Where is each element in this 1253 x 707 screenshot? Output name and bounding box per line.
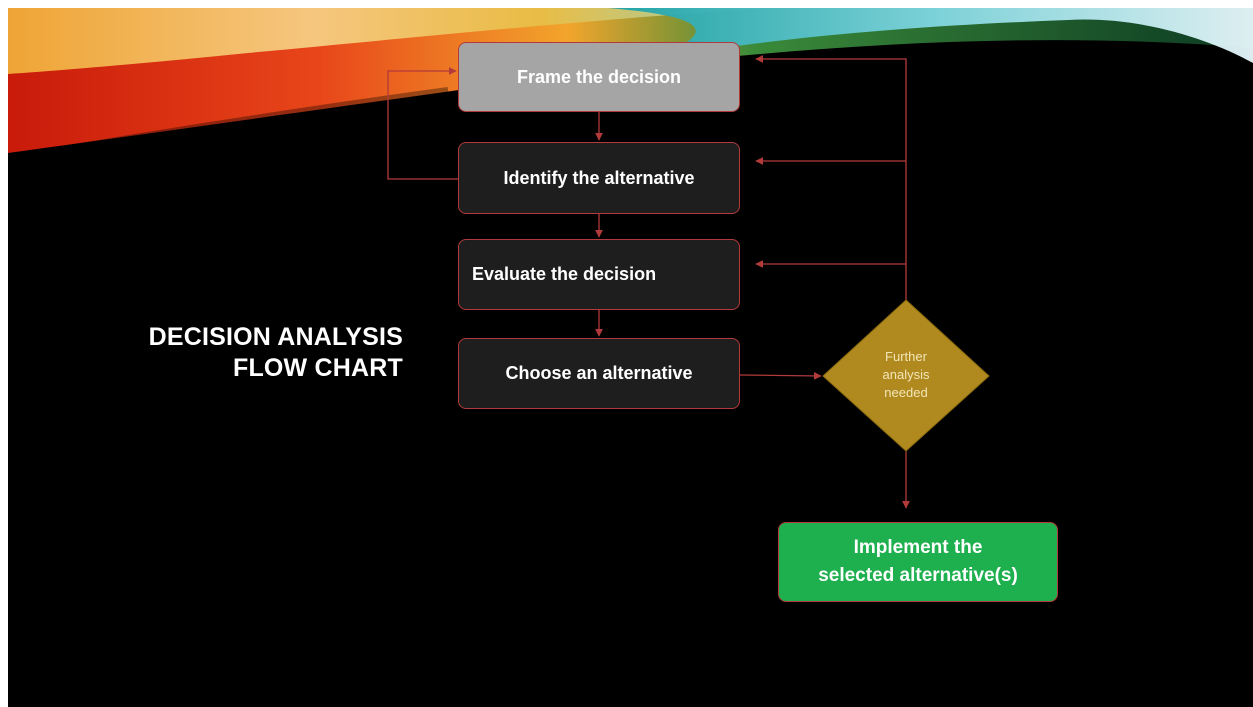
- step-evaluate-the-decision: Evaluate the decision: [458, 239, 740, 310]
- flow-connectors: [387, 55, 990, 509]
- step-label: Choose an alternative: [505, 363, 693, 383]
- step-identify-the-alternative: Identify the alternative: [458, 142, 740, 214]
- decision-diamond: [822, 299, 990, 452]
- implement-line-1: Implement the: [853, 537, 983, 558]
- decision-line-1: Further: [885, 349, 927, 364]
- decision-line-2: analysis: [882, 367, 930, 382]
- slide-title: DECISION ANALYSIS FLOW CHART: [68, 322, 403, 384]
- slide: DECISION ANALYSIS FLOW CHART Frame the d…: [8, 8, 1253, 707]
- arrow-choose-to-decision: [739, 372, 822, 380]
- ribbon-teal: [608, 8, 1253, 63]
- step-choose-an-alternative: Choose an alternative: [458, 338, 740, 409]
- step-label: Frame the decision: [516, 66, 682, 87]
- arrow-decision-to-frame: [755, 55, 907, 300]
- step-label: Identify the alternative: [503, 167, 695, 188]
- decorative-ribbon-banner: [8, 8, 1253, 161]
- step-label: Evaluate the decision: [472, 264, 657, 284]
- title-line-1: DECISION ANALYSIS: [148, 323, 403, 351]
- step-implement-selected-alternatives: Implement the selected alternative(s): [778, 522, 1058, 602]
- title-line-2: FLOW CHART: [232, 354, 403, 382]
- step-frame-the-decision: Frame the decision: [458, 42, 740, 112]
- implement-line-2: selected alternative(s): [818, 565, 1018, 586]
- decision-line-3: needed: [884, 385, 928, 400]
- decision-label: Further analysis needed: [856, 348, 956, 402]
- ribbon-gold: [8, 8, 768, 74]
- arrow-identify-loop-to-frame: [387, 67, 458, 180]
